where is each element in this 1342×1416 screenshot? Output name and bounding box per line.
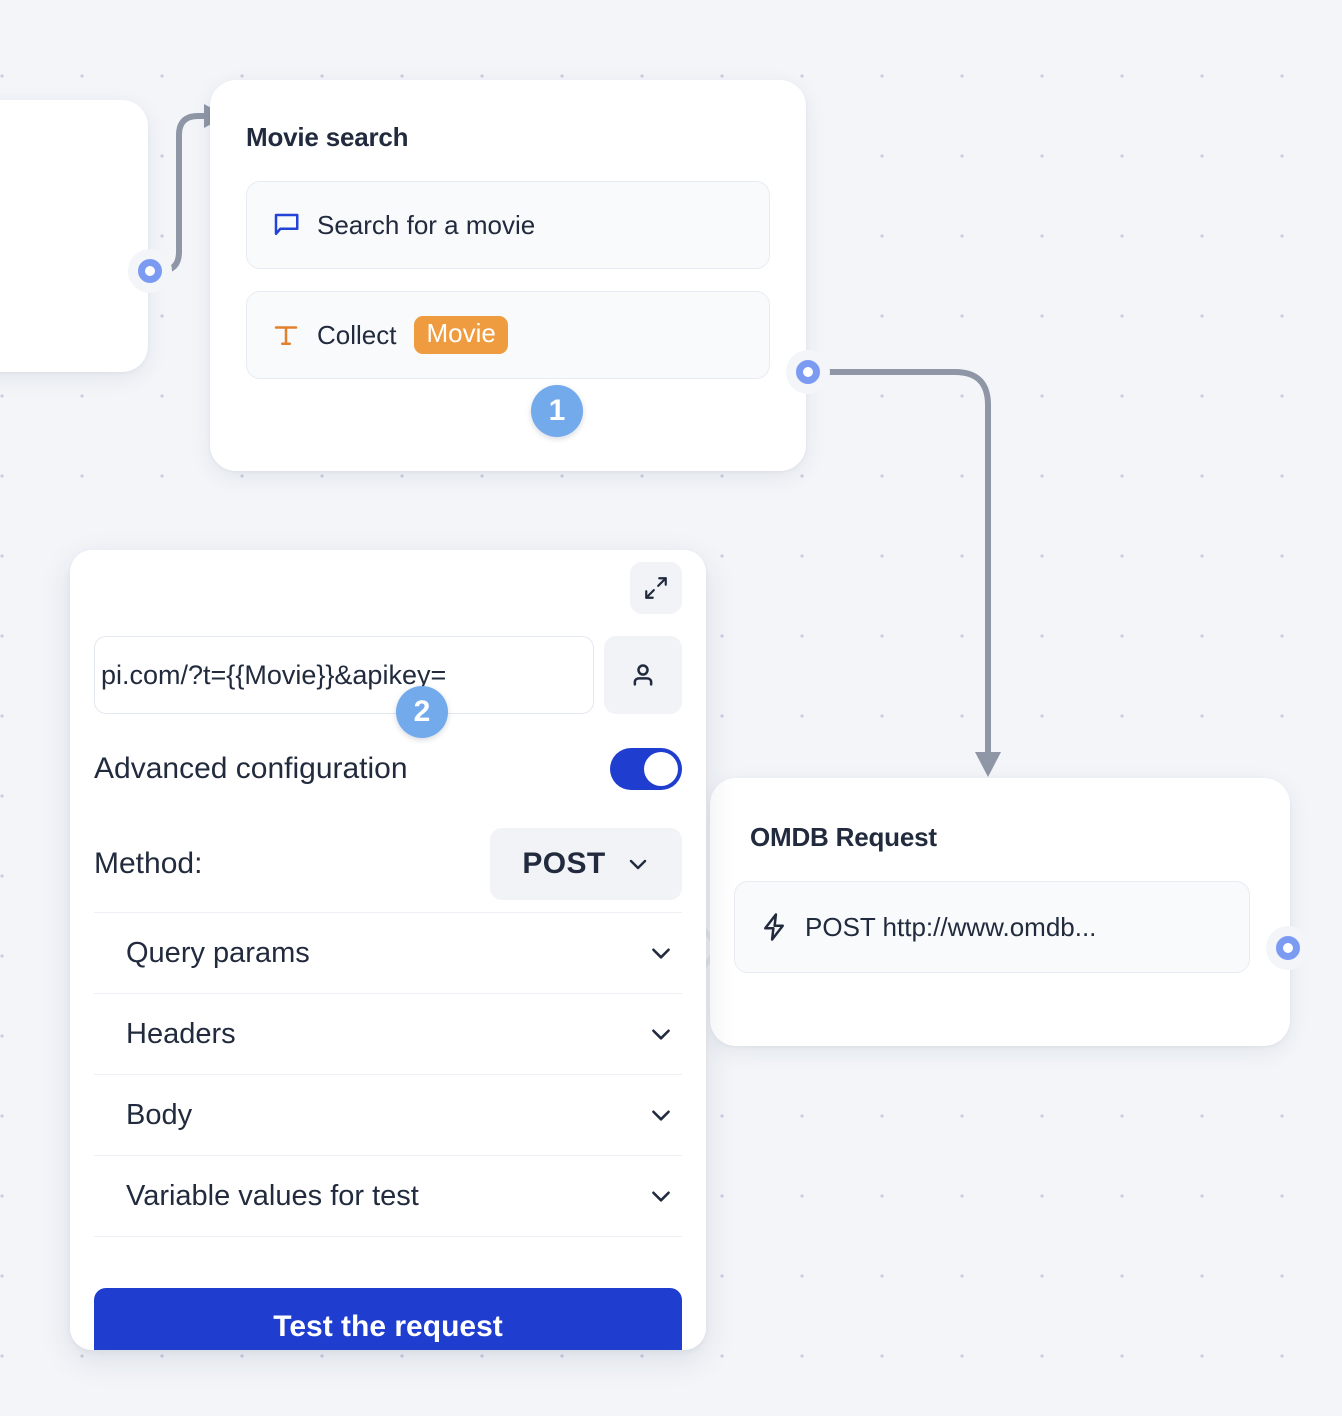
node-omdb-request[interactable]: OMDB Request POST http://www.omdb... bbox=[710, 778, 1290, 1046]
accordion-body[interactable]: Body bbox=[94, 1075, 682, 1156]
accordion-headers[interactable]: Headers bbox=[94, 994, 682, 1075]
chevron-down-icon[interactable] bbox=[648, 1102, 674, 1128]
expand-diagonal-icon bbox=[645, 577, 667, 599]
edge-movie-to-omdb-arrowhead bbox=[975, 752, 1001, 777]
method-selected-value: POST bbox=[522, 847, 606, 880]
accordion-headers-label: Headers bbox=[126, 1017, 236, 1050]
message-bubble-icon bbox=[271, 210, 301, 240]
advanced-configuration-row: Advanced configuration bbox=[94, 748, 682, 790]
node-previous-card[interactable] bbox=[0, 100, 148, 372]
url-row bbox=[94, 636, 682, 714]
step-badge-2: 2 bbox=[396, 686, 448, 738]
method-row: Method: POST bbox=[94, 828, 682, 900]
edge-prev-to-movie bbox=[147, 113, 215, 274]
request-url-input[interactable] bbox=[94, 636, 594, 714]
port-movie-search-output[interactable] bbox=[786, 350, 830, 394]
node-row-search-label: Search for a movie bbox=[317, 209, 536, 240]
test-the-request-button[interactable]: Test the request bbox=[94, 1288, 682, 1350]
request-config-panel[interactable]: Advanced configuration Method: POST Quer… bbox=[70, 550, 706, 1350]
node-omdb-request-title: OMDB Request bbox=[750, 822, 937, 852]
method-label: Method: bbox=[94, 847, 203, 880]
advanced-configuration-label: Advanced configuration bbox=[94, 752, 408, 785]
variable-tag-movie[interactable]: Movie bbox=[414, 316, 508, 354]
edge-movie-to-omdb bbox=[817, 369, 991, 763]
method-select[interactable]: POST bbox=[490, 828, 682, 900]
text-field-icon bbox=[271, 320, 301, 350]
accordion-variable-values-label: Variable values for test bbox=[126, 1179, 419, 1212]
auth-user-button[interactable] bbox=[604, 636, 682, 714]
node-movie-search[interactable]: Movie search Search for a movie Collect … bbox=[210, 80, 806, 471]
chevron-down-icon[interactable] bbox=[648, 1021, 674, 1047]
node-row-collect-label: Collect bbox=[317, 319, 397, 350]
lightning-bolt-icon bbox=[759, 912, 789, 942]
port-omdb-request-output[interactable] bbox=[1266, 926, 1310, 970]
port-previous-output[interactable] bbox=[128, 249, 172, 293]
step-badge-1: 1 bbox=[531, 385, 583, 437]
node-movie-search-title: Movie search bbox=[246, 122, 409, 152]
accordion-list: Query params Headers Body bbox=[94, 912, 682, 1237]
chevron-down-icon bbox=[626, 852, 650, 876]
accordion-body-label: Body bbox=[126, 1098, 193, 1131]
node-row-post-label: POST http://www.omdb... bbox=[805, 911, 1097, 942]
person-icon bbox=[633, 664, 653, 686]
accordion-variable-values-for-test[interactable]: Variable values for test bbox=[94, 1156, 682, 1237]
node-row-search-for-a-movie[interactable]: Search for a movie bbox=[246, 181, 770, 269]
node-row-collect-movie[interactable]: Collect Movie bbox=[246, 291, 770, 379]
chevron-down-icon[interactable] bbox=[648, 940, 674, 966]
chevron-down-icon[interactable] bbox=[648, 1183, 674, 1209]
accordion-query-params-label: Query params bbox=[126, 936, 310, 969]
advanced-configuration-toggle[interactable] bbox=[610, 748, 682, 790]
accordion-query-params[interactable]: Query params bbox=[94, 913, 682, 994]
expand-panel-button[interactable] bbox=[630, 562, 682, 614]
node-row-post-request[interactable]: POST http://www.omdb... bbox=[734, 881, 1250, 973]
